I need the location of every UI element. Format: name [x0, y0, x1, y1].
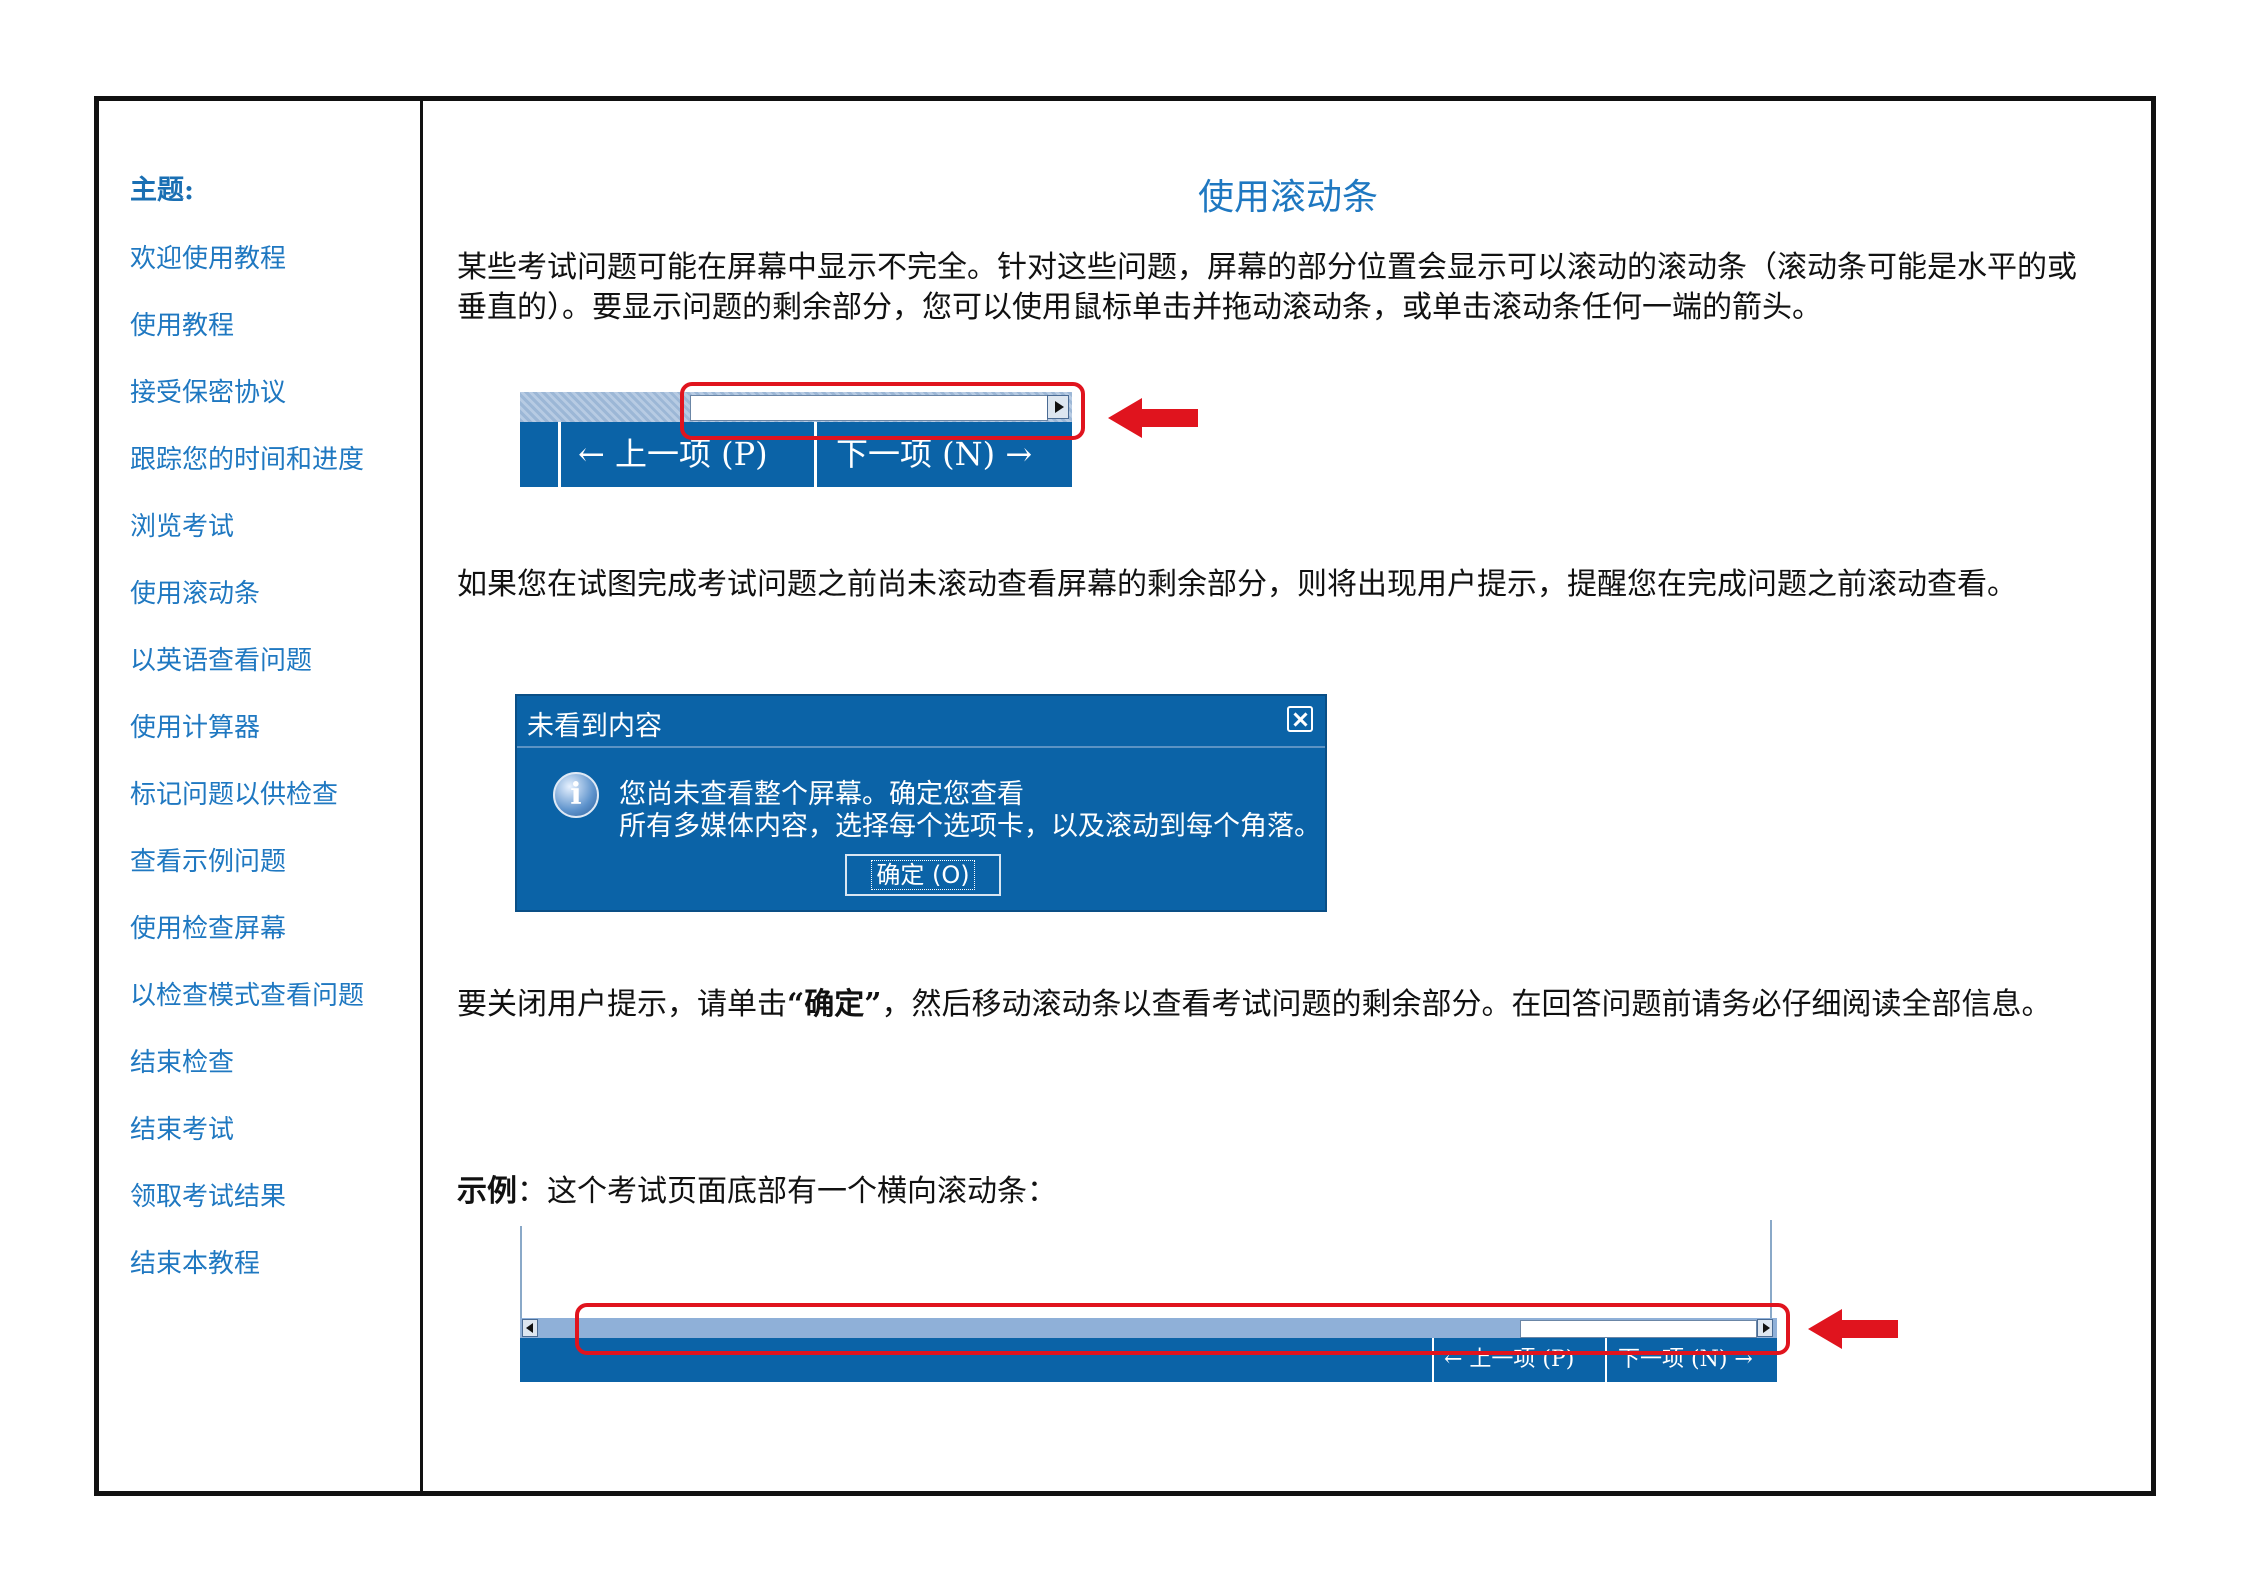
prev-button[interactable]: ← 上一项 (P): [578, 435, 768, 473]
close-prompt-paragraph: 要关闭用户提示，请单击“确定”，然后移动滚动条以查看考试问题的剩余部分。在回答问…: [457, 985, 2102, 1025]
sidebar-item-mark-review[interactable]: 标记问题以供检查: [130, 780, 339, 810]
sidebar-item-scrollbar[interactable]: 使用滚动条: [130, 579, 261, 609]
sidebar-item-calculator[interactable]: 使用计算器: [130, 713, 261, 743]
sidebar-item-browse-exam[interactable]: 浏览考试: [130, 512, 235, 542]
sidebar-item-results[interactable]: 领取考试结果: [130, 1182, 287, 1212]
sidebar-item-review-screen[interactable]: 使用检查屏幕: [130, 914, 287, 944]
scrollbar-track[interactable]: [520, 1318, 1777, 1338]
page-edge-line: [1770, 1220, 1772, 1318]
close-icon[interactable]: [1287, 706, 1313, 732]
scroll-right-icon[interactable]: [1047, 395, 1069, 419]
dialog-titlebar: [517, 696, 1325, 748]
sidebar-item-end-review[interactable]: 结束检查: [130, 1048, 235, 1078]
highlight-box: [575, 1303, 1790, 1355]
scrollbar-thumb[interactable]: [1520, 1320, 1757, 1338]
next-button[interactable]: 下一项 (N) →: [836, 435, 1033, 473]
para3-bold: “确定”: [787, 987, 882, 1022]
scroll-left-icon[interactable]: [522, 1319, 538, 1337]
dialog-message-line1: 您尚未查看整个屏幕。确定您查看: [619, 779, 1024, 810]
example-label: 示例: [457, 1174, 517, 1209]
dialog-message-line2: 所有多媒体内容，选择每个选项卡，以及滚动到每个角落。: [619, 811, 1321, 842]
page-title: 使用滚动条: [1197, 177, 1378, 218]
intro-paragraph: 某些考试问题可能在屏幕中显示不完全。针对这些问题，屏幕的部分位置会显示可以滚动的…: [457, 250, 2077, 325]
red-pointer-arrow-icon: [1808, 1309, 1898, 1349]
sidebar-item-end-exam[interactable]: 结束考试: [130, 1115, 235, 1145]
nav-bar: [520, 1338, 1777, 1382]
scrollbar-example-top: ← 上一项 (P) 下一项 (N) →: [520, 392, 1072, 487]
content-frame: [94, 96, 2156, 1496]
scrollbar-example-bottom: ← 上一项 (P) 下一项 (N) →: [520, 1220, 1777, 1382]
sidebar-item-sample-questions[interactable]: 查看示例问题: [130, 847, 287, 877]
example-text: ：这个考试页面底部有一个横向滚动条：: [517, 1174, 1057, 1209]
info-icon: i: [553, 772, 599, 818]
sidebar-item-track-time[interactable]: 跟踪您的时间和进度: [130, 445, 365, 475]
nav-separator: [814, 422, 817, 487]
para3-after: ，然后移动滚动条以查看考试问题的剩余部分。在回答问题前请务必仔细阅读全部信息。: [881, 987, 2052, 1022]
sidebar-item-review-mode[interactable]: 以检查模式查看问题: [130, 981, 365, 1011]
ok-button-label: 确定 (O): [871, 860, 975, 890]
nav-bar: [520, 422, 1072, 487]
unseen-content-dialog: 未看到内容 i 您尚未查看整个屏幕。确定您查看 所有多媒体内容，选择每个选项卡，…: [515, 694, 1327, 912]
scrollbar-thumb[interactable]: [690, 395, 1048, 421]
sidebar-title: 主题:: [130, 175, 194, 206]
para3-before: 要关闭用户提示，请单击: [457, 987, 787, 1022]
page-edge-line: [520, 1226, 522, 1318]
dialog-title: 未看到内容: [527, 711, 662, 742]
sidebar-item-welcome[interactable]: 欢迎使用教程: [130, 244, 287, 274]
ok-button[interactable]: 确定 (O): [845, 854, 1001, 896]
sidebar-item-end-tutorial[interactable]: 结束本教程: [130, 1249, 261, 1279]
prompt-paragraph: 如果您在试图完成考试问题之前尚未滚动查看屏幕的剩余部分，则将出现用户提示，提醒您…: [457, 567, 2017, 602]
scroll-right-icon[interactable]: [1757, 1319, 1773, 1337]
sidebar-item-nda[interactable]: 接受保密协议: [130, 378, 287, 408]
red-pointer-arrow-icon: [1108, 398, 1198, 438]
sidebar-item-use-tutorial[interactable]: 使用教程: [130, 311, 235, 341]
example-caption: 示例：这个考试页面底部有一个横向滚动条：: [457, 1172, 2102, 1212]
sidebar-item-english[interactable]: 以英语查看问题: [130, 646, 313, 676]
nav-separator: [558, 422, 561, 487]
highlight-box: [680, 382, 1085, 440]
nav-separator: [1432, 1338, 1434, 1382]
nav-separator: [1605, 1338, 1607, 1382]
sidebar-divider: [420, 96, 423, 1496]
